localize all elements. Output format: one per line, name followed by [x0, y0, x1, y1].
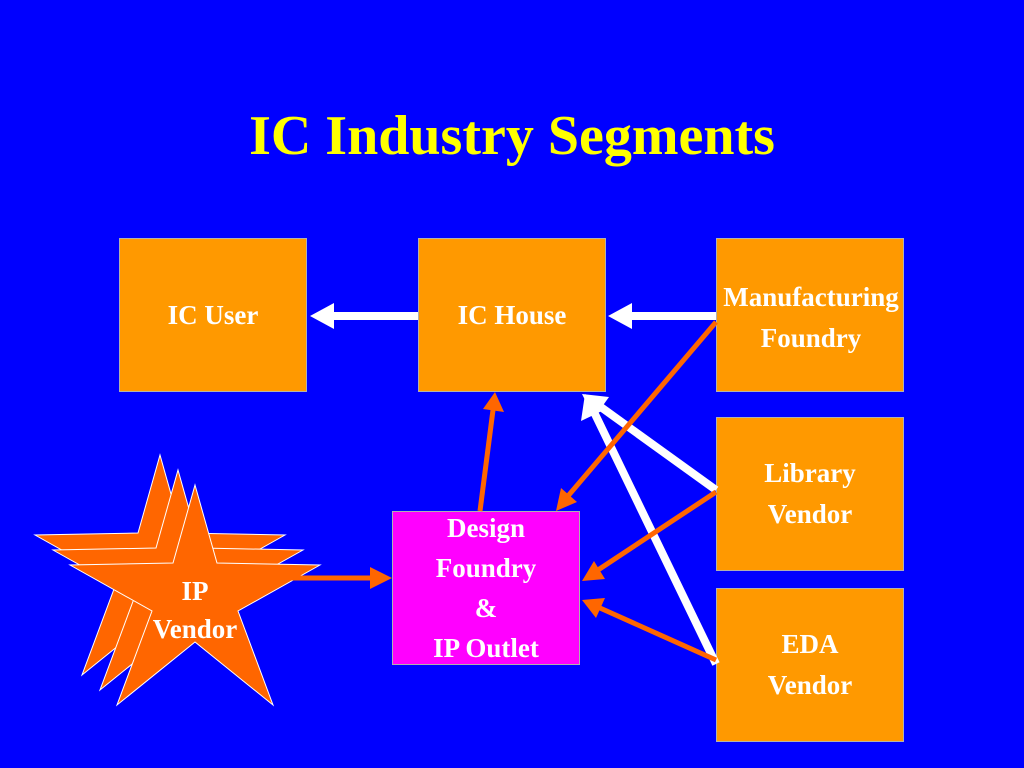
ip-vendor-line-2: Vendor	[152, 614, 238, 644]
arrow-library-to-design	[596, 489, 718, 573]
arrow-eda-to-house	[590, 410, 720, 666]
design-foundry-label: Foundry	[435, 553, 537, 583]
arrow-head-design-eda	[582, 598, 605, 618]
ic-user-label: IC User	[167, 299, 259, 330]
eda-vendor-label: Vendor	[767, 670, 853, 700]
page-title: IC Industry Segments	[249, 105, 775, 167]
library-vendor-box: Library Vendor	[716, 417, 904, 571]
eda-label: EDA	[781, 629, 839, 659]
orange-arrows	[290, 320, 718, 663]
library-label: Library	[764, 458, 856, 488]
arrow-head-design-library	[582, 561, 605, 581]
ic-user-box: IC User	[119, 238, 307, 392]
arrow-foundry-to-design	[566, 320, 718, 498]
ic-house-label: IC House	[457, 299, 567, 330]
ip-outlet-label: IP Outlet	[433, 633, 539, 663]
manufacturing-foundry-box: Manufacturing Foundry	[716, 238, 904, 392]
ip-vendor-line-1: IP	[181, 576, 209, 606]
ic-house-box: IC House	[418, 238, 606, 392]
manufacturing-label: Manufacturing	[723, 282, 899, 312]
arrow-design-to-house	[477, 409, 496, 512]
design-foundry-box: Design Foundry & IP Outlet	[392, 511, 580, 665]
arrow-library-to-house	[595, 401, 719, 494]
arrow-head-design-foundry	[556, 488, 577, 511]
arrow-head-house-design	[483, 392, 504, 412]
arrow-head-house	[608, 303, 632, 329]
arrow-head-user	[310, 303, 334, 329]
arrow-eda-to-design	[598, 605, 718, 663]
ip-vendor-star-front	[68, 483, 322, 707]
foundry-label: Foundry	[760, 323, 862, 353]
white-arrows	[310, 303, 720, 666]
ip-vendor-label: IP Vendor	[120, 572, 270, 648]
library-vendor-label: Vendor	[767, 499, 853, 529]
arrow-head-house-eda	[581, 394, 604, 421]
ampersand-label: &	[474, 593, 498, 623]
arrow-head-design-ip	[370, 567, 392, 589]
eda-vendor-box: EDA Vendor	[716, 588, 904, 742]
design-label: Design	[446, 513, 525, 543]
